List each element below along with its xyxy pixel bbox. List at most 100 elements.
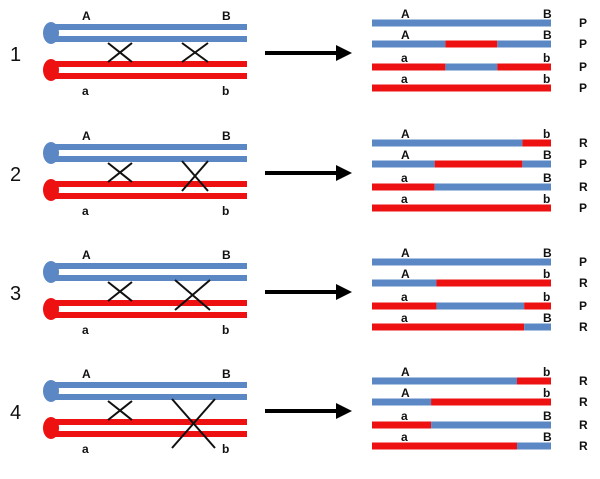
locus-label-bottom-right: b (222, 323, 229, 337)
locus-label-bottom-left: a (82, 204, 89, 218)
product-segment (434, 183, 551, 191)
product-segment (497, 63, 551, 71)
locus-label-top-left: A (82, 367, 91, 381)
product-segment (431, 421, 551, 429)
crossover-x (107, 42, 133, 63)
product-segment (522, 160, 551, 168)
product-left-allele: A (401, 148, 410, 162)
product-left-allele: a (401, 192, 408, 206)
locus-label-bottom-right: b (222, 442, 229, 456)
arrow-head (336, 45, 352, 61)
locus-label-bottom-left: a (82, 323, 89, 337)
arrow-head (336, 165, 352, 181)
product-segment (372, 398, 432, 406)
product-outcome: P (579, 201, 587, 215)
product-left-allele: A (401, 386, 410, 400)
arrow-head (336, 403, 352, 419)
product-segment (372, 183, 435, 191)
product-outcome: P (579, 16, 587, 30)
top-chromatid-2 (55, 394, 247, 400)
product-segment (436, 279, 551, 287)
product-outcome: R (579, 180, 588, 194)
locus-label-top-left: A (82, 129, 91, 143)
product-segment (372, 84, 551, 92)
product-right-allele: b (543, 386, 550, 400)
product-segment (445, 40, 498, 48)
crossover-stroke (181, 160, 209, 192)
arrow-head (336, 284, 352, 300)
product-segment (372, 19, 551, 27)
crossover-x (171, 398, 216, 449)
locus-label-top-left: A (82, 9, 91, 23)
product-left-allele: a (401, 311, 408, 325)
product-outcome: P (579, 81, 587, 95)
top-chromatid-1 (55, 263, 247, 269)
product-outcome: P (579, 299, 587, 313)
crossover-x (107, 400, 133, 421)
product-left-allele: a (401, 171, 408, 185)
product-right-allele: B (543, 28, 552, 42)
bottom-chromatid-1 (55, 181, 247, 187)
product-segment (372, 160, 435, 168)
product-segment (372, 421, 432, 429)
top-chromatid-1 (55, 144, 247, 150)
row-number: 3 (10, 283, 21, 305)
product-segment (372, 302, 437, 310)
crossover-stroke (107, 281, 133, 302)
crossover-stroke (171, 398, 216, 449)
product-left-allele: a (401, 51, 408, 65)
crossover-stroke (107, 162, 133, 183)
product-outcome: P (579, 37, 587, 51)
product-right-allele: b (543, 267, 550, 281)
product-segment (372, 63, 446, 71)
product-right-allele: b (543, 72, 550, 86)
bottom-chromatid-2 (55, 193, 247, 199)
product-right-allele: B (543, 409, 552, 423)
product-segment (372, 442, 517, 450)
bottom-chromatid-1 (55, 61, 247, 67)
product-left-allele: A (401, 365, 410, 379)
product-segment (372, 258, 551, 266)
crossover-stroke (107, 400, 133, 421)
product-right-allele: B (543, 171, 552, 185)
product-outcome: P (579, 255, 587, 269)
product-left-allele: a (401, 72, 408, 86)
bottom-chromatid-2 (55, 73, 247, 79)
crossover-x (181, 42, 209, 63)
product-segment (372, 139, 523, 147)
product-right-allele: B (543, 311, 552, 325)
product-segment (434, 160, 523, 168)
top-chromatid-2 (55, 36, 247, 42)
locus-label-top-right: B (222, 129, 231, 143)
product-segment (372, 40, 446, 48)
locus-label-top-right: B (222, 9, 231, 23)
product-segment (372, 279, 437, 287)
locus-label-bottom-left: a (82, 442, 89, 456)
product-right-allele: B (543, 148, 552, 162)
product-segment (524, 323, 551, 331)
locus-label-bottom-left: a (82, 84, 89, 98)
bottom-chromatid-1 (55, 419, 247, 425)
bottom-chromatid-2 (55, 312, 247, 318)
product-outcome: R (579, 276, 588, 290)
top-chromatid-1 (55, 382, 247, 388)
locus-label-bottom-right: b (222, 84, 229, 98)
product-right-allele: b (543, 127, 550, 141)
bottom-chromatid-1 (55, 300, 247, 306)
locus-label-top-right: B (222, 367, 231, 381)
product-outcome: R (579, 418, 588, 432)
crossover-x (107, 162, 133, 183)
